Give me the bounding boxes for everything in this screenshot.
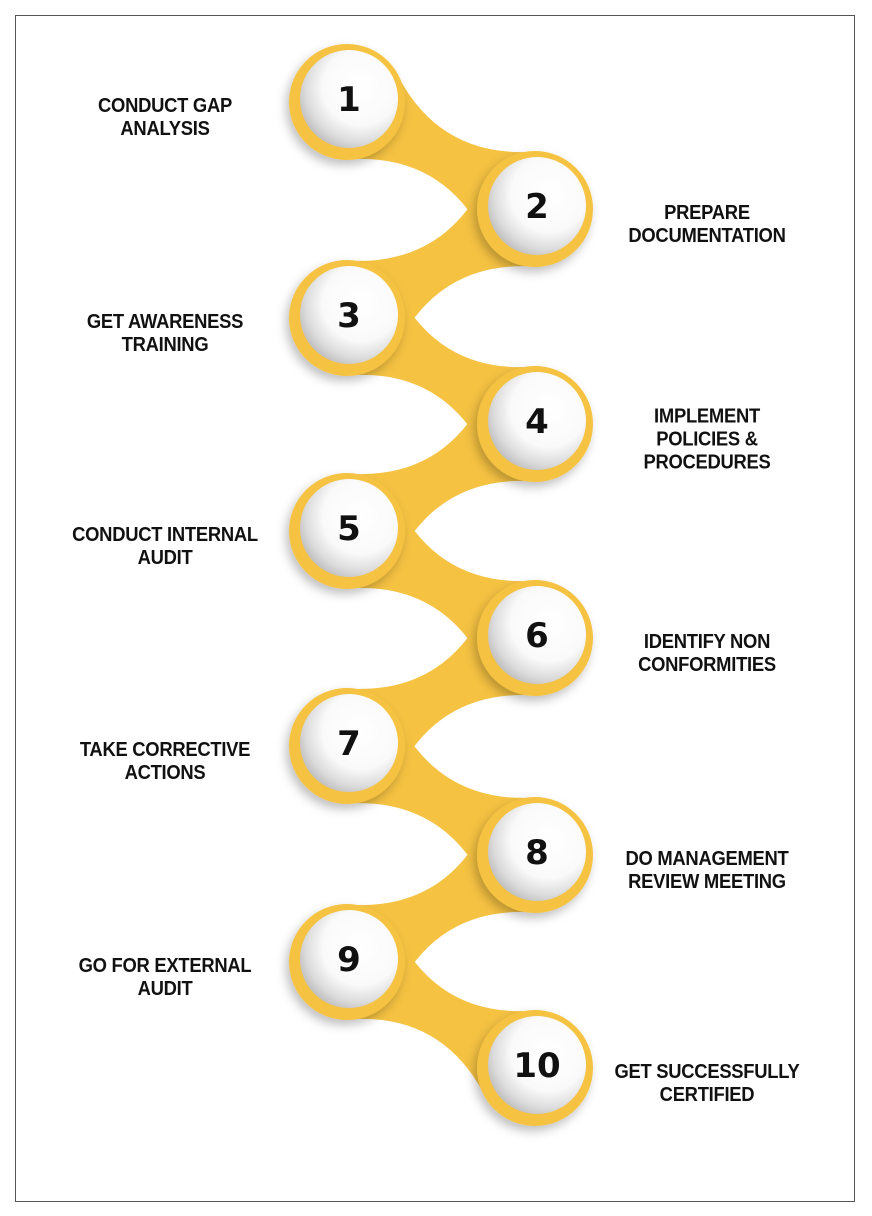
step-node-9: 9: [289, 904, 405, 1020]
step-disc: [300, 694, 398, 792]
step-number: 3: [337, 296, 361, 336]
step-number: 6: [525, 616, 549, 656]
step-node-1: 1: [289, 44, 405, 160]
step-node-6: 6: [477, 580, 593, 696]
step-number: 9: [337, 940, 361, 980]
step-disc: [488, 803, 586, 901]
step-node-5: 5: [289, 473, 405, 589]
step-disc: [300, 910, 398, 1008]
step-number: 8: [525, 833, 549, 873]
step-node-2: 2: [477, 151, 593, 267]
step-node-3: 3: [289, 260, 405, 376]
step-disc: [300, 266, 398, 364]
step-disc: [488, 1016, 586, 1114]
step-node-10: 10: [477, 1010, 593, 1126]
step-number: 5: [337, 509, 361, 549]
step-disc: [488, 586, 586, 684]
step-number: 2: [525, 187, 549, 227]
step-number: 10: [513, 1046, 560, 1086]
step-number: 1: [337, 80, 361, 120]
step-disc: [300, 50, 398, 148]
step-node-4: 4: [477, 366, 593, 482]
step-node-8: 8: [477, 797, 593, 913]
step-disc: [488, 157, 586, 255]
step-number: 7: [337, 724, 361, 764]
diagram-frame: [15, 15, 855, 1202]
step-disc: [488, 372, 586, 470]
step-disc: [300, 479, 398, 577]
step-node-7: 7: [289, 688, 405, 804]
step-number: 4: [525, 402, 549, 442]
